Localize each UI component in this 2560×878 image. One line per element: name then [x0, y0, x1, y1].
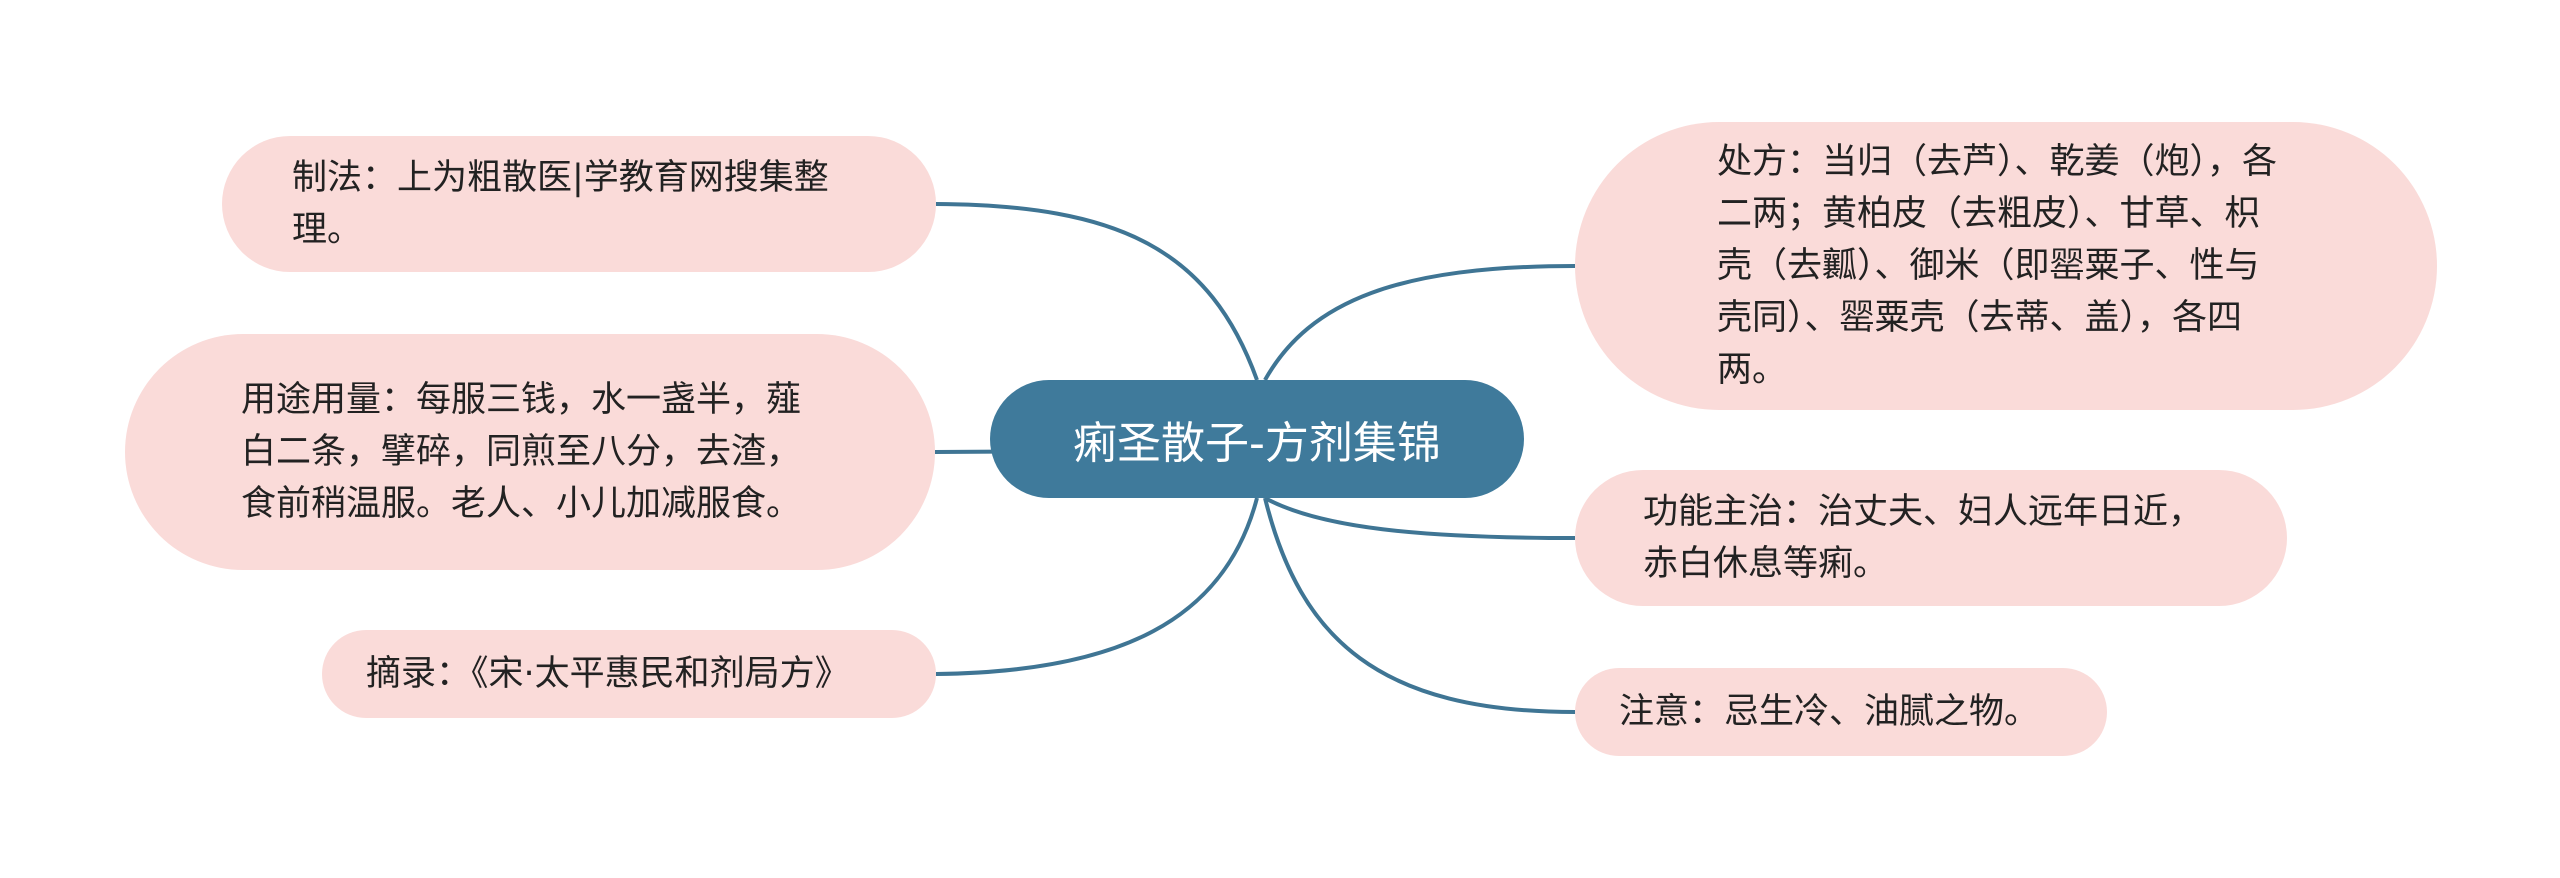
topic-method-text: 制法：上为粗散医|学教育网搜集整理。: [292, 158, 829, 250]
root-topic-label: 痢圣散子-方剂集锦: [1073, 418, 1441, 469]
topic-source[interactable]: 摘录：《宋·太平惠民和剂局方》: [322, 630, 936, 718]
topic-function-text: 功能主治：治丈夫、妇人远年日近，赤白休息等痢。: [1643, 492, 2204, 584]
topic-caution[interactable]: 注意：忌生冷、油腻之物。: [1575, 668, 2107, 756]
topic-source-text: 摘录：《宋·太平惠民和剂局方》: [366, 654, 850, 694]
topic-formula[interactable]: 处方：当归（去芦）、乾姜（炮），各二两；黄柏皮（去粗皮）、甘草、枳壳（去瓤）、御…: [1575, 122, 2437, 410]
connector-formula: [1263, 264, 1576, 381]
topic-caution-text: 注意：忌生冷、油腻之物。: [1619, 692, 2040, 732]
topic-method[interactable]: 制法：上为粗散医|学教育网搜集整理。: [222, 136, 936, 272]
root-topic[interactable]: 痢圣散子-方剂集锦: [990, 380, 1524, 498]
topic-formula-text: 处方：当归（去芦）、乾姜（炮），各二两；黄柏皮（去粗皮）、甘草、枳壳（去瓤）、御…: [1717, 142, 2278, 390]
topic-usage[interactable]: 用途用量：每服三钱，水一盏半，薤白二条，擘碎，同煎至八分，去渣，食前稍温服。老人…: [125, 334, 935, 570]
topic-function[interactable]: 功能主治：治丈夫、妇人远年日近，赤白休息等痢。: [1575, 470, 2287, 606]
connector-method: [935, 202, 1259, 381]
connector-caution: [1263, 497, 1576, 714]
topic-usage-text: 用途用量：每服三钱，水一盏半，薤白二条，擘碎，同煎至八分，去渣，食前稍温服。老人…: [241, 380, 802, 524]
connector-source: [935, 497, 1259, 676]
connector-function: [1264, 496, 1576, 540]
